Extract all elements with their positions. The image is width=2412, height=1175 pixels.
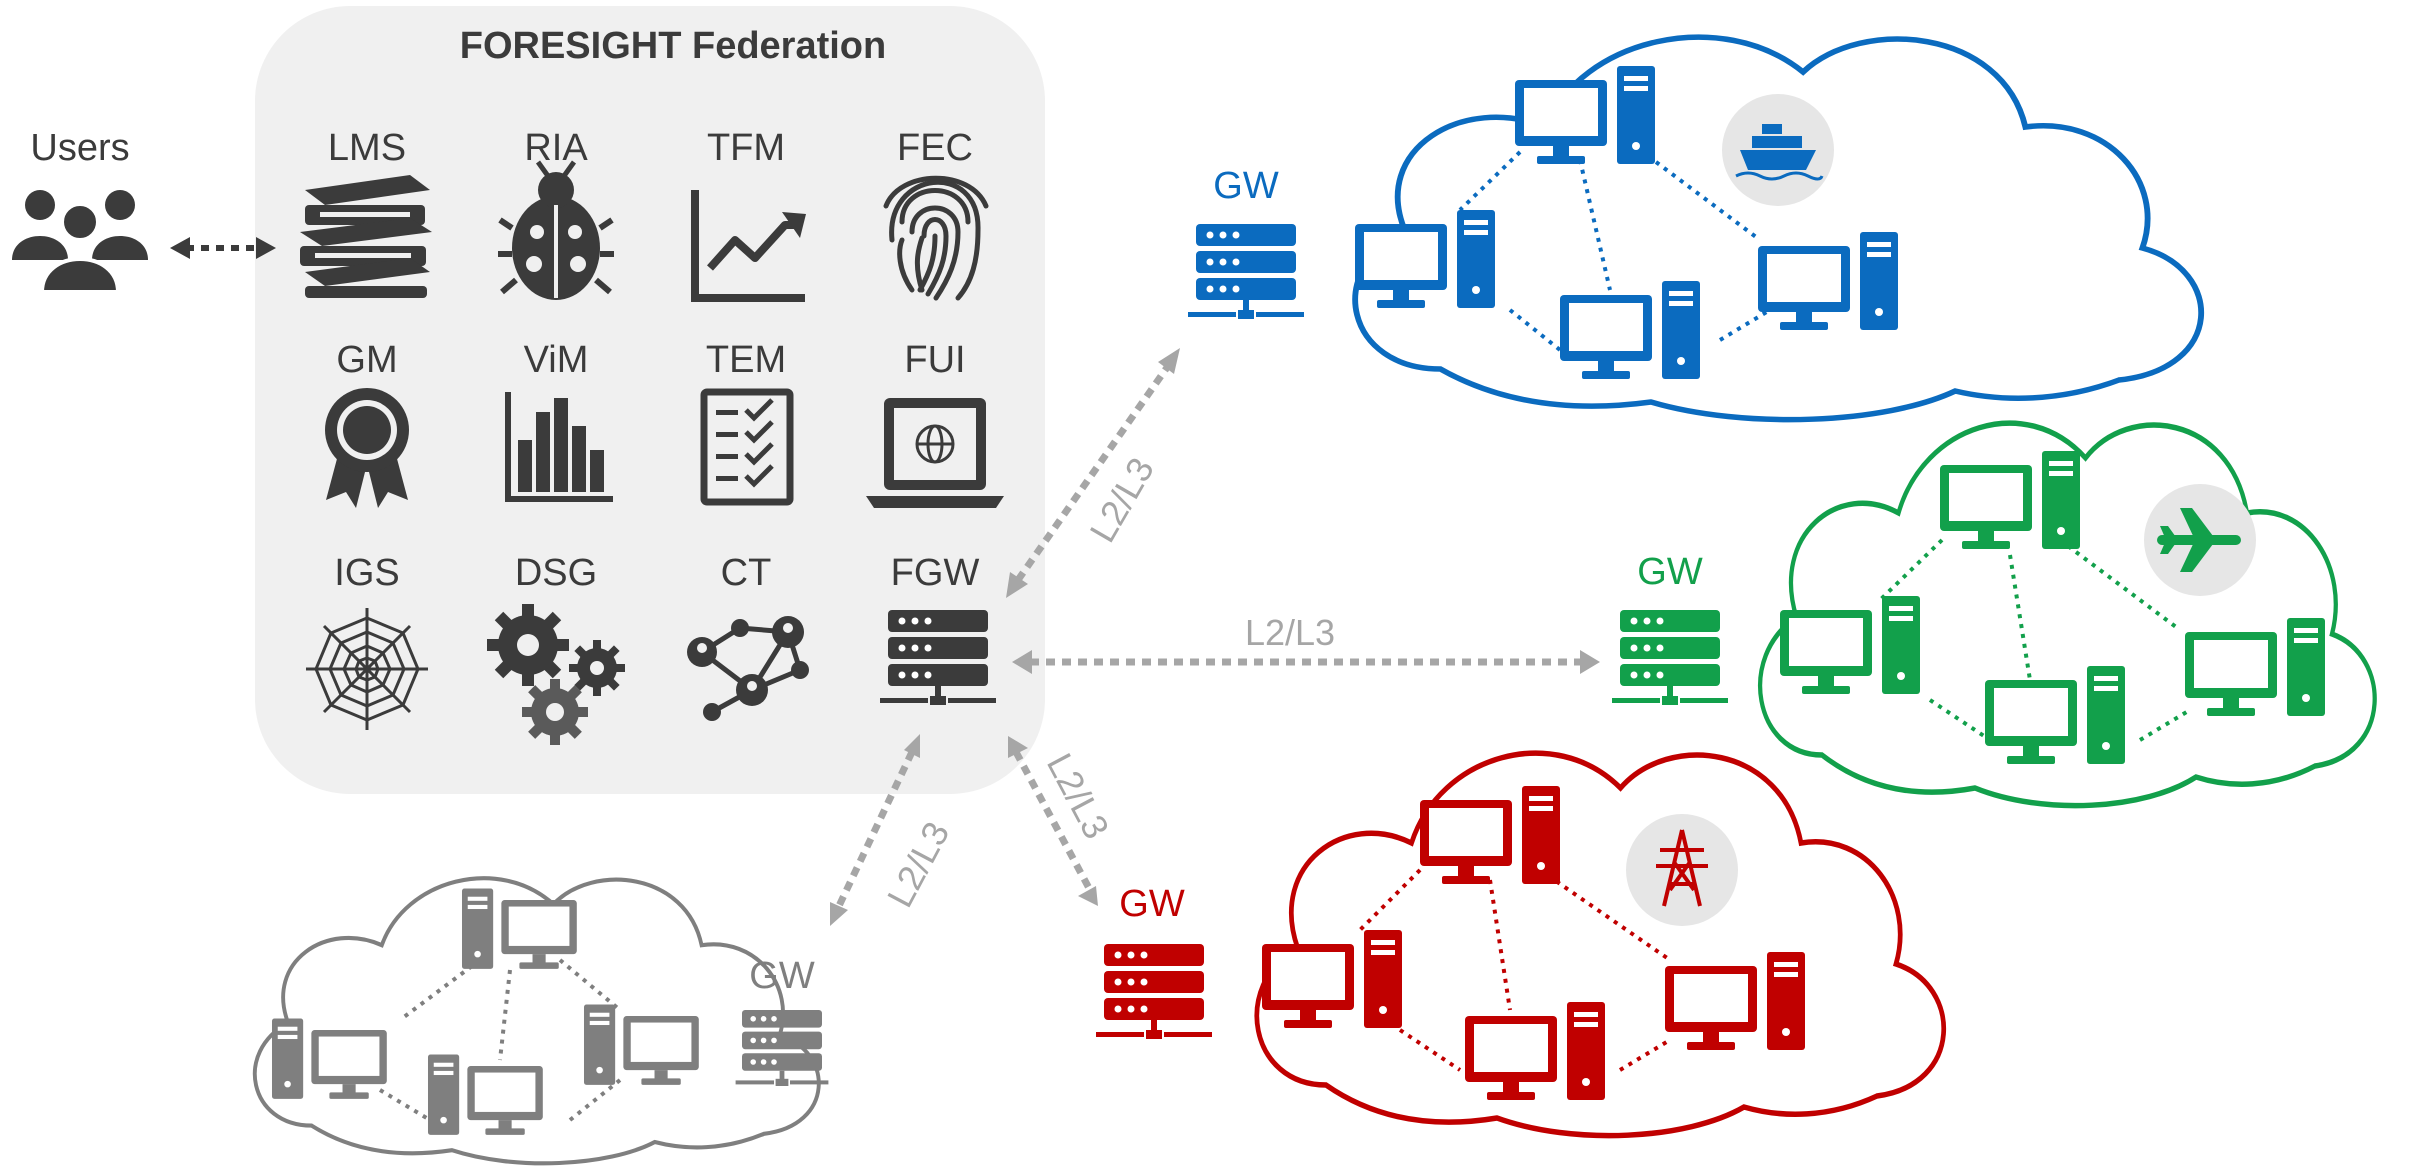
module-label-gm: GM — [336, 339, 397, 381]
users-link — [170, 237, 276, 259]
blue-gateway-server-icon — [1188, 224, 1304, 319]
gray-gateway-label: GW — [749, 955, 815, 997]
spider-web-icon — [306, 608, 428, 730]
bar-chart-icon — [505, 392, 613, 502]
module-label-fgw: FGW — [891, 552, 980, 594]
link-label-red: L2/L3 — [1039, 747, 1117, 846]
module-label-ct: CT — [721, 552, 772, 594]
blue-network: GW — [1188, 37, 2201, 419]
red-gateway-label: GW — [1119, 883, 1185, 925]
module-label-tfm: TFM — [707, 127, 785, 169]
module-label-tem: TEM — [706, 339, 786, 381]
link-arrowheads — [830, 348, 1600, 926]
gears-icon — [487, 604, 625, 745]
blue-gateway-label: GW — [1213, 165, 1279, 207]
books-icon — [300, 175, 432, 298]
users-label: Users — [30, 127, 129, 169]
federation-panel: FORESIGHT Federation — [255, 6, 1045, 794]
fingerprint-icon — [883, 175, 989, 301]
airplane-icon — [2144, 484, 2256, 596]
module-labels: LMS RIA TFM FEC GM ViM TEM FUI IGS DSG C… — [328, 127, 980, 594]
users-group: Users — [12, 127, 148, 294]
laptop-globe-icon — [866, 398, 1004, 508]
link-label-gray: L2/L3 — [879, 815, 957, 914]
module-label-ria: RIA — [524, 127, 588, 169]
red-gateway-server-icon — [1096, 944, 1212, 1039]
module-label-vim: ViM — [524, 339, 589, 381]
award-ribbon-icon — [325, 388, 409, 508]
link-blue — [1015, 363, 1171, 583]
collaboration-network-icon — [687, 616, 809, 721]
module-label-dsg: DSG — [515, 552, 597, 594]
gray-network: GW — [255, 878, 829, 1163]
module-label-igs: IGS — [334, 552, 399, 594]
module-label-fui: FUI — [904, 339, 965, 381]
federation-title: FORESIGHT Federation — [460, 25, 886, 67]
green-gateway-server-icon — [1612, 610, 1728, 705]
link-label-blue: L2/L3 — [1081, 450, 1162, 549]
power-tower-icon — [1626, 814, 1738, 926]
red-network: GW — [1096, 753, 1944, 1135]
trend-chart-icon — [691, 190, 806, 302]
link-label-green: L2/L3 — [1245, 612, 1335, 653]
link-gray — [834, 750, 916, 910]
checklist-icon — [700, 388, 794, 506]
users-group-icon — [12, 190, 148, 294]
green-network: GW — [1612, 423, 2375, 805]
module-label-lms: LMS — [328, 127, 406, 169]
links — [834, 363, 1582, 910]
link-red — [1012, 750, 1094, 892]
green-gateway-label: GW — [1637, 551, 1703, 593]
ladybug-icon — [498, 160, 614, 300]
module-label-fec: FEC — [897, 127, 973, 169]
ship-icon — [1722, 94, 1834, 206]
